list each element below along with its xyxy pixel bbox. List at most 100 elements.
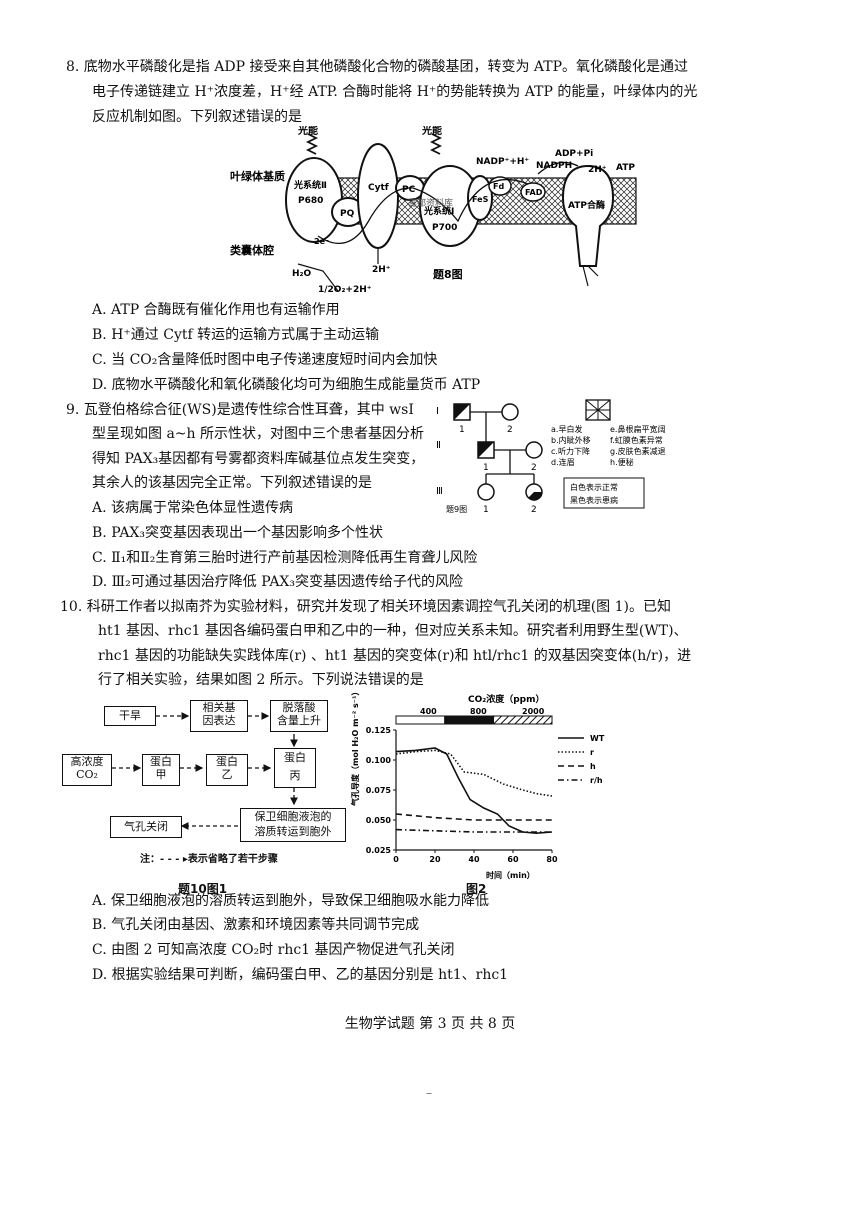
box-protein-a: 蛋白 甲	[142, 754, 180, 786]
bottom-mark: –	[426, 1086, 432, 1100]
q10-figure-2-chart: CO₂浓度（ppm） 400 800 2000 0.0250.0500.0750…	[350, 690, 605, 880]
q10-option-b: B. 气孔关闭由基因、激素和环境因素等共同调节完成	[92, 917, 420, 933]
page-footer: 生物学试题 第 3 页 共 8 页	[344, 1016, 516, 1032]
fes-shape	[467, 175, 493, 221]
q8-light-1: 光能	[297, 126, 318, 137]
q8-fad-label: FAD	[525, 188, 543, 197]
x-tick-label: 40	[468, 855, 480, 864]
q8-nadph-label: NADPH	[536, 161, 572, 171]
x-axis-label: 时间（min）	[486, 870, 535, 880]
q8-figure: 光能 光能 叶绿体基质 类囊体腔 光系统Ⅱ P680 PQ Cytf PC 光系…	[230, 126, 637, 295]
y-tick-label: 0.075	[366, 786, 392, 795]
box-high-co2: 高浓度 CO₂	[62, 754, 112, 786]
x-tick-label: 0	[393, 855, 399, 864]
q8-adppi-label: ADP+Pi	[555, 149, 593, 159]
pedigree-III1-female	[477, 483, 495, 501]
pedigree-legend	[563, 477, 645, 509]
q8-p680-label: P680	[298, 196, 323, 206]
q9-stem-line-4: 其余人的该基因完全正常。下列叙述错误的是	[92, 475, 372, 491]
co2-seg-800: 800	[470, 707, 487, 716]
q8-p700-label: P700	[432, 223, 457, 233]
series-line-WT	[395, 747, 553, 835]
q9-option-c: C. Ⅱ₁和Ⅱ₂生育第三胎时进行产前基因检测降低再生育聋儿风险	[92, 550, 478, 566]
box-aba-rise: 脱落酸 含量上升	[270, 700, 328, 732]
q8-stem-line-2: 电子传递链建立 H⁺浓度差，H⁺经 ATP. 合酶时能将 H⁺的势能转换为 AT…	[92, 84, 698, 100]
II1-number: 1	[483, 463, 489, 473]
q10-stem-line-2: ht1 基因、rhc1 基因各编码蛋白甲和乙中的一种，但对应关系未知。研究者利用…	[98, 623, 688, 639]
y-tick-label: 0.125	[366, 726, 392, 735]
pedigree-I2-female	[501, 403, 519, 421]
q8-o2-label: 1/2O₂+2H⁺	[318, 285, 372, 295]
q10-option-c: C. 由图 2 可知高浓度 CO₂时 rhc1 基因产物促进气孔关闭	[92, 942, 455, 958]
q10-stem-line-3: rhc1 基因的功能缺失实践体库(r) 、ht1 基因的突变体(r)和 htl/…	[98, 648, 692, 664]
trait-g: g.皮肤色素减退	[610, 446, 666, 456]
gen-2-label: Ⅱ	[436, 440, 441, 451]
x-tick-label: 80	[546, 855, 558, 864]
co2-band-400	[395, 715, 446, 725]
series-line-r	[395, 749, 553, 797]
box-gene-expression: 相关基 因表达	[190, 700, 248, 732]
I2-number: 2	[507, 425, 513, 435]
legend-label-r-h: r/h	[590, 776, 603, 785]
trait-d: d.连眉	[551, 457, 575, 467]
q8-atp-label: ATP	[616, 163, 635, 173]
I1-number: 1	[459, 425, 465, 435]
III1-number: 1	[483, 505, 489, 515]
q8-nadp-label: NADP⁺+H⁺	[476, 157, 529, 167]
q8-pq-label: PQ	[340, 209, 355, 219]
co2-seg-400: 400	[420, 707, 437, 716]
legend-normal: 白色表示正常	[570, 482, 618, 492]
box-protein-c: 蛋白 丙	[274, 748, 316, 788]
q8-lumen-label: 类囊体腔	[230, 243, 274, 257]
q8-ps2-label: 光系统Ⅱ	[293, 179, 327, 191]
series-line-r-h	[395, 828, 552, 833]
cytf-complex	[357, 143, 399, 249]
q8-stem-line-3: 反应机制如图。下列叙述错误的是	[92, 109, 302, 125]
y-axis-label: 气孔导度（mol H₂O m⁻² s⁻¹）	[350, 690, 360, 807]
q10-fig1-arrows	[112, 712, 298, 830]
box-stomatal-closure: 气孔关闭	[110, 816, 182, 838]
trait-c: c.听力下降	[551, 446, 590, 456]
q8-2h-bottom-label: 2H⁺	[372, 265, 391, 275]
q10-stem-line-4: 行了相关实验，结果如图 2 所示。下列说法错误的是	[98, 672, 424, 688]
co2-seg-2000: 2000	[522, 707, 545, 716]
box-protein-b: 蛋白 乙	[206, 754, 248, 786]
q9-option-d: D. Ⅲ₂可通过基因治疗降低 PAX₃突变基因遗传给子代的风险	[92, 574, 464, 590]
q8-pc-label: PC	[402, 185, 416, 195]
y-tick-label: 0.050	[366, 816, 392, 825]
q10-figure-1: 干旱 相关基 因表达 脱落酸 含量上升 高浓度 CO₂ 蛋白 甲 蛋白 乙 蛋白…	[62, 696, 362, 876]
II2-number: 2	[531, 463, 537, 473]
legend-label-WT: WT	[590, 734, 605, 743]
gen-3-label: Ⅲ	[436, 486, 443, 497]
q8-ps1-label: 光系统Ⅰ	[423, 205, 454, 217]
watermark: 雾都资料库	[408, 197, 453, 209]
co2-band-800	[444, 715, 494, 725]
box-drought: 干旱	[104, 706, 156, 726]
x-tick-label: 20	[429, 855, 441, 864]
q8-option-a: A. ATP 合酶既有催化作用也有运输作用	[92, 302, 340, 318]
q8-cytf-label: Cytf	[368, 183, 389, 193]
pedigree-II2-female	[525, 441, 543, 459]
q10-stem-line-1: 10. 科研工作者以拟南芥为实验材料，研究并发现了相关环境因素调控气孔关闭的机理…	[60, 599, 671, 615]
y-tick-label: 0.025	[366, 846, 392, 855]
q8-caption: 题8图	[433, 268, 463, 281]
q8-stem-line-1: 8. 底物水平磷酸化是指 ADP 接受来自其他磷酸化合物的磷酸基团，转变为 AT…	[66, 59, 689, 75]
q9-caption: 题9图	[446, 505, 467, 514]
q9-stem-line-2: 型呈现如图 a~h 所示性状，对图中三个患者基因分析	[92, 426, 424, 442]
III2-number: 2	[531, 505, 537, 515]
legend-patient: 黑色表示患病	[570, 495, 618, 505]
q10-option-a: A. 保卫细胞液泡的溶质转运到胞外，导致保卫细胞吸水能力降低	[92, 893, 490, 909]
legend-label-h: h	[590, 762, 596, 771]
q8-option-c: C. 当 CO₂含量降低时图中电子传递速度短时间内会加快	[92, 352, 438, 368]
q8-fes-label: FeS	[472, 195, 489, 204]
legend-label-r: r	[590, 748, 594, 757]
co2-title: CO₂浓度（ppm）	[468, 693, 544, 705]
box-solute-transport: 保卫细胞液泡的 溶质转运到胞外	[240, 808, 346, 842]
trait-a: a.早白发	[551, 424, 582, 434]
fad-shape	[520, 182, 546, 202]
trait-h: h.便秘	[610, 457, 634, 467]
trait-e: e.鼻根扁平宽阔	[610, 424, 665, 434]
q8-h2o-label: H₂O	[292, 269, 311, 279]
q10-fig2-caption: 图2	[466, 882, 487, 896]
trait-b: b.内眦外移	[551, 435, 591, 445]
